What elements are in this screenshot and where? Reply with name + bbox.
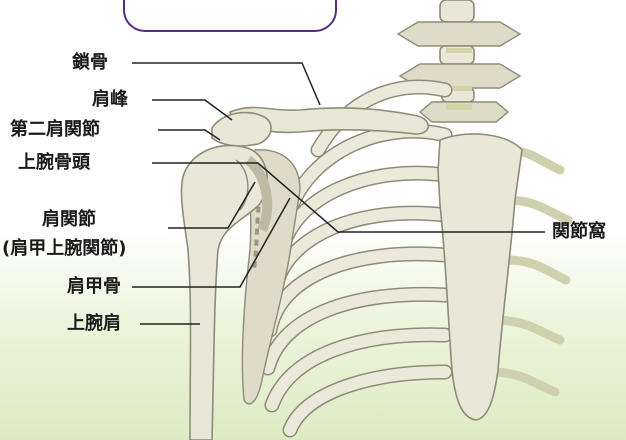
- label-clavicle: 鎖骨: [72, 52, 108, 74]
- label-scapula: 肩甲骨: [67, 276, 121, 298]
- acromion: [212, 113, 271, 146]
- label-glenohumeral-joint: (肩甲上腕関節): [2, 238, 126, 260]
- label-shoulder-joint: 肩関節: [42, 209, 96, 231]
- label-acromion: 肩峰: [92, 89, 128, 111]
- spine: [398, 0, 520, 122]
- label-humeral-head: 上腕骨頭: [18, 152, 90, 174]
- label-second-shoulder-joint: 第二肩関節: [10, 119, 100, 141]
- ribs: [268, 87, 568, 430]
- label-glenoid-fossa: 関節窩: [552, 221, 606, 243]
- label-humerus: 上腕肩: [67, 313, 121, 335]
